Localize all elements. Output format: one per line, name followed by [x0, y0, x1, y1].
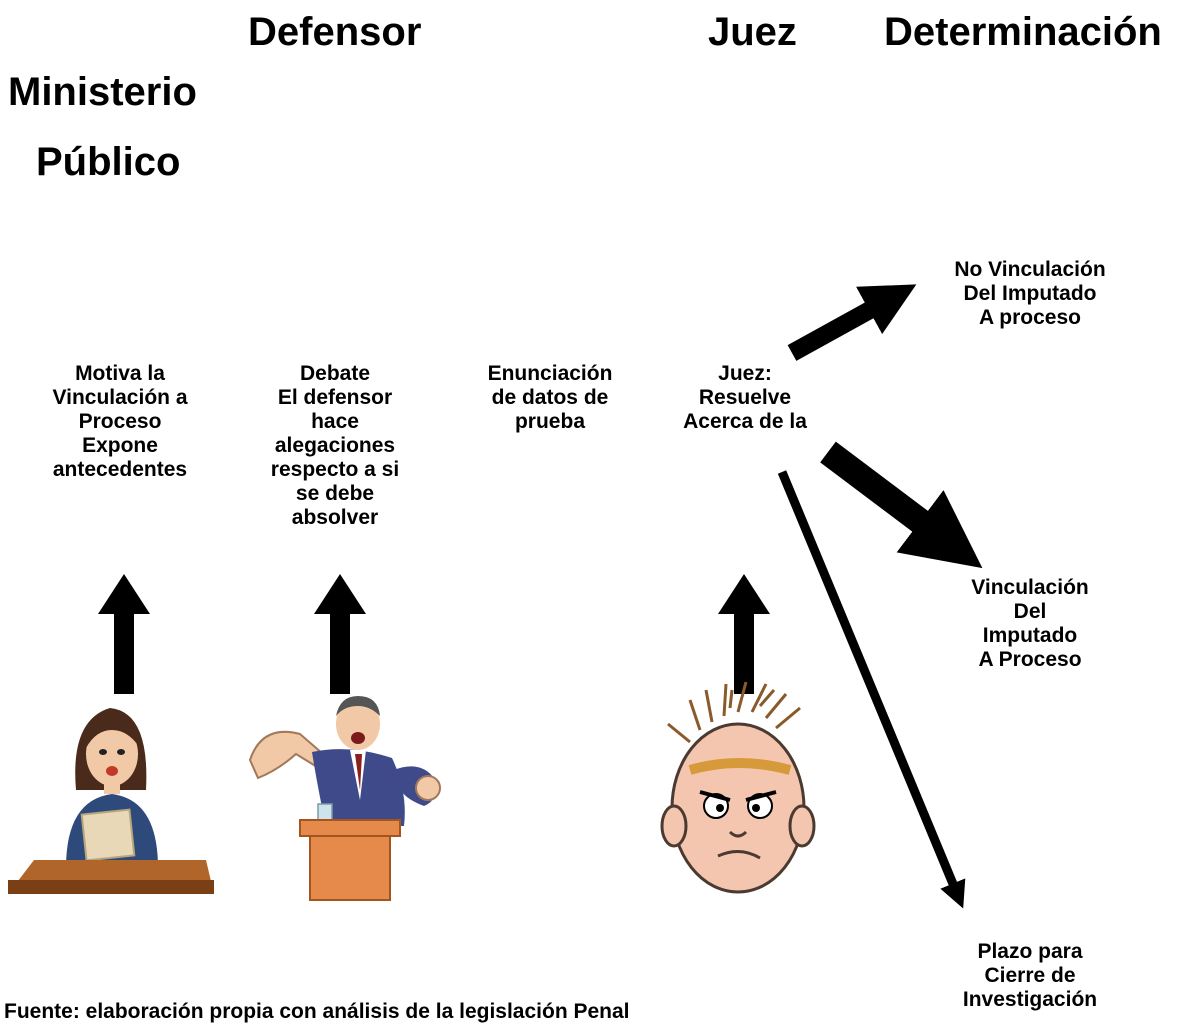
outcome-no-vinculacion: No Vinculación Del Imputado A proceso [954, 258, 1106, 329]
step-enunciacion-text: Enunciación de datos de prueba [487, 362, 613, 433]
outcome-vinculacion: Vinculación Del Imputado A Proceso [971, 576, 1089, 671]
arrow-to-plazo [777, 470, 966, 909]
header-juez: Juez [708, 10, 797, 54]
judge-head-illustration [660, 681, 816, 894]
step-ministerio-text: Motiva la Vinculación a Proceso Expone a… [52, 362, 188, 481]
header-ministerio: Ministerio [8, 70, 197, 114]
up-arrow-defensor [314, 574, 366, 694]
up-arrow-ministerio [98, 574, 150, 694]
arrow-to-vinculacion [820, 441, 983, 569]
prosecutor-woman-illustration [8, 708, 214, 894]
step-juez-text: Juez: Resuelve Acerca de la [683, 362, 807, 433]
arrow-to-no-vinculacion [787, 284, 917, 361]
header-determinacion: Determinación [884, 10, 1162, 54]
defender-man-illustration [248, 696, 441, 901]
outcome-plazo: Plazo para Cierre de Investigación [962, 940, 1098, 1011]
step-defensor-text: Debate El defensor hace alegaciones resp… [270, 362, 400, 529]
header-publico: Público [36, 140, 181, 184]
up-arrow-juez [718, 574, 770, 694]
footer-source: Fuente: elaboración propia con análisis … [4, 1000, 630, 1023]
header-defensor: Defensor [248, 10, 422, 54]
